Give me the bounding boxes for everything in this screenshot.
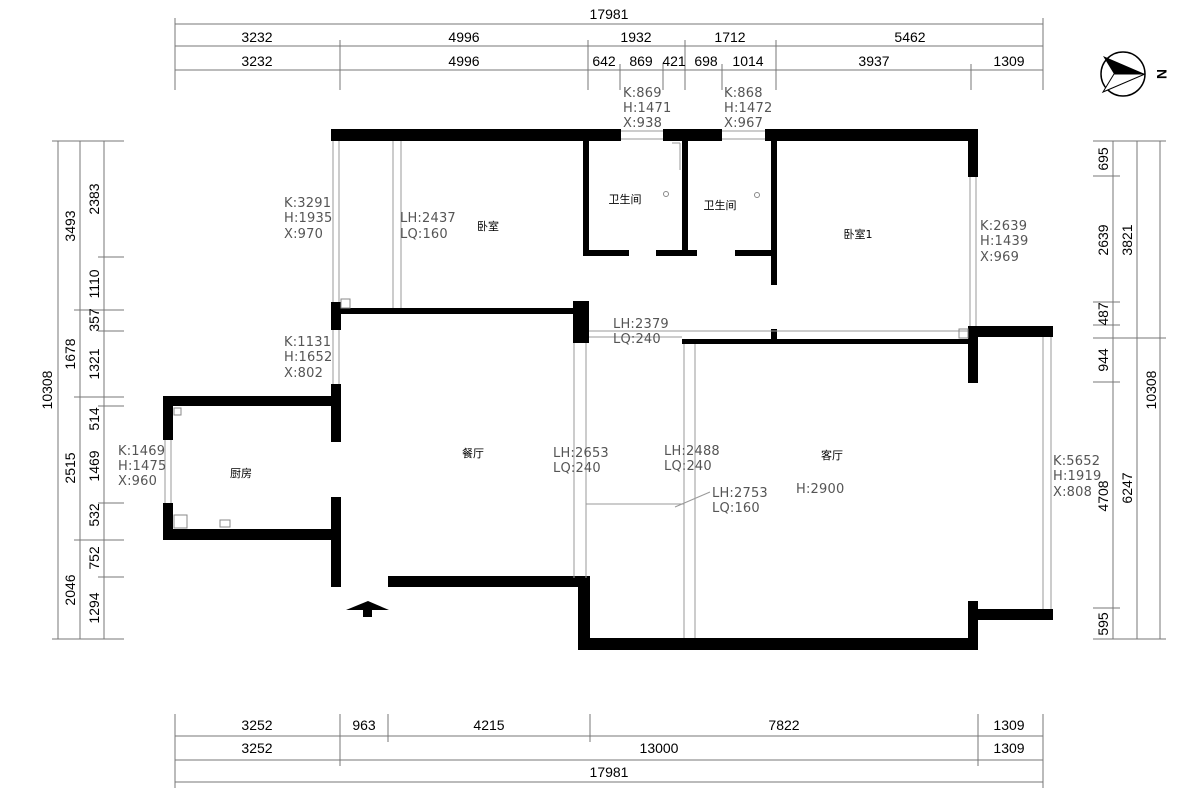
top-r2-3: 869 [629, 53, 653, 69]
right-mid-0: 3821 [1119, 224, 1135, 255]
b-cor-lh: LH:2379 [613, 317, 669, 332]
left-mid-2: 2515 [62, 452, 78, 483]
right-total: 10308 [1143, 370, 1159, 409]
right-inner-4: 4708 [1095, 480, 1111, 511]
left-inner-3: 1321 [86, 348, 102, 379]
w-bed-k: K:3291 [284, 196, 331, 211]
w-din-h: H:1652 [284, 350, 332, 365]
top-r2-1: 4996 [448, 53, 479, 69]
w-bath1-h: H:1471 [623, 101, 671, 116]
w-bed-x: X:970 [284, 227, 323, 242]
w-bath2-h: H:1472 [724, 101, 772, 116]
w-bath2-x: X:967 [724, 116, 763, 131]
top-total: 17981 [590, 6, 629, 22]
w-din-k: K:1131 [284, 335, 331, 350]
w-bath1-k: K:869 [623, 86, 662, 101]
top-r1-4: 5462 [894, 29, 925, 45]
room-bath1: 卫生间 [609, 192, 642, 206]
b-cor-lq: LQ:240 [613, 332, 661, 347]
compass-label: N [1154, 69, 1170, 79]
bot-r1-0: 3252 [241, 717, 272, 733]
north-compass-icon: N [1100, 51, 1170, 97]
entrance-arrow-icon [346, 601, 389, 617]
right-inner-2: 487 [1095, 302, 1111, 326]
top-r2-7: 3937 [858, 53, 889, 69]
top-r2-4: 421 [662, 53, 686, 69]
room-bath2: 卫生间 [704, 198, 737, 212]
left-inner-1: 1110 [86, 269, 102, 298]
bot-r1-3: 7822 [768, 717, 799, 733]
left-mid-0: 3493 [62, 210, 78, 241]
left-inner-7: 752 [86, 546, 102, 570]
left-total: 10308 [39, 370, 55, 409]
b-liv2-lq: LQ:160 [712, 501, 760, 516]
b-liv1-lq: LQ:240 [664, 459, 712, 474]
right-mid-1: 6247 [1119, 472, 1135, 503]
right-dimensions: 10308 3821 6247 695 2639 487 944 4708 59… [1093, 140, 1166, 640]
w-bed-h: H:1935 [284, 211, 332, 226]
left-inner-0: 2383 [86, 183, 102, 214]
left-mid-1: 1678 [62, 338, 78, 369]
top-r1-0: 3232 [241, 29, 272, 45]
thin-lines [164, 130, 1052, 638]
bot-total: 17981 [590, 764, 629, 780]
top-r2-8: 1309 [993, 53, 1024, 69]
b-din-lq: LQ:240 [553, 461, 601, 476]
w-kit-x: X:960 [118, 474, 157, 489]
bottom-dimensions: 3252 963 4215 7822 1309 3252 13000 1309 … [174, 714, 1044, 788]
left-inner-2: 357 [86, 308, 102, 332]
top-r2-2: 642 [592, 53, 616, 69]
left-inner-4: 514 [86, 407, 102, 431]
w-kit-h: H:1475 [118, 459, 166, 474]
top-dimensions: 17981 3232 4996 1932 1712 5462 3232 4996… [174, 6, 1044, 90]
b-bed-lh: LH:2437 [400, 211, 456, 226]
living-height: H:2900 [796, 482, 844, 497]
left-dimensions: 10308 3493 1678 2515 2046 2383 1110 357 … [39, 140, 124, 640]
walls [163, 129, 1053, 650]
w-bed1-x: X:969 [980, 250, 1019, 265]
left-inner-5: 1469 [86, 450, 102, 481]
w-bath2-k: K:868 [724, 86, 763, 101]
top-r2-0: 3232 [241, 53, 272, 69]
w-liv-k: K:5652 [1053, 454, 1100, 469]
right-inner-5: 595 [1095, 612, 1111, 636]
right-inner-0: 695 [1095, 147, 1111, 171]
right-inner-1: 2639 [1095, 224, 1111, 255]
room-living: 客厅 [821, 448, 843, 462]
w-bed1-h: H:1439 [980, 234, 1028, 249]
b-bed-lq: LQ:160 [400, 227, 448, 242]
bot-r1-4: 1309 [993, 717, 1024, 733]
right-inner-3: 944 [1095, 348, 1111, 372]
top-r1-3: 1712 [714, 29, 745, 45]
left-mid-3: 2046 [62, 574, 78, 605]
bot-r1-1: 963 [352, 717, 376, 733]
w-din-x: X:802 [284, 366, 323, 381]
top-r2-6: 1014 [732, 53, 763, 69]
bot-r2-1: 13000 [640, 740, 679, 756]
w-liv-h: H:1919 [1053, 469, 1101, 484]
room-dining: 餐厅 [462, 446, 484, 460]
annotations: K:869 H:1471 X:938 K:868 H:1472 X:967 K:… [118, 86, 1101, 516]
top-r1-1: 4996 [448, 29, 479, 45]
w-bath1-x: X:938 [623, 116, 662, 131]
b-liv2-lh: LH:2753 [712, 486, 768, 501]
bot-r1-2: 4215 [473, 717, 504, 733]
left-inner-6: 532 [86, 503, 102, 527]
room-labels: 卧室 卫生间 卫生间 卧室1 厨房 餐厅 客厅 [230, 192, 873, 480]
w-kit-k: K:1469 [118, 444, 165, 459]
bot-r2-0: 3252 [241, 740, 272, 756]
left-inner-8: 1294 [86, 592, 102, 623]
room-bedroom: 卧室 [477, 219, 499, 233]
top-r2-5: 698 [694, 53, 718, 69]
w-liv-x: X:808 [1053, 485, 1092, 500]
w-bed1-k: K:2639 [980, 219, 1027, 234]
b-din-lh: LH:2653 [553, 446, 609, 461]
top-r1-2: 1932 [620, 29, 651, 45]
room-kitchen: 厨房 [230, 467, 252, 480]
bot-r2-2: 1309 [993, 740, 1024, 756]
room-bedroom1: 卧室1 [844, 227, 873, 241]
b-liv1-lh: LH:2488 [664, 444, 720, 459]
